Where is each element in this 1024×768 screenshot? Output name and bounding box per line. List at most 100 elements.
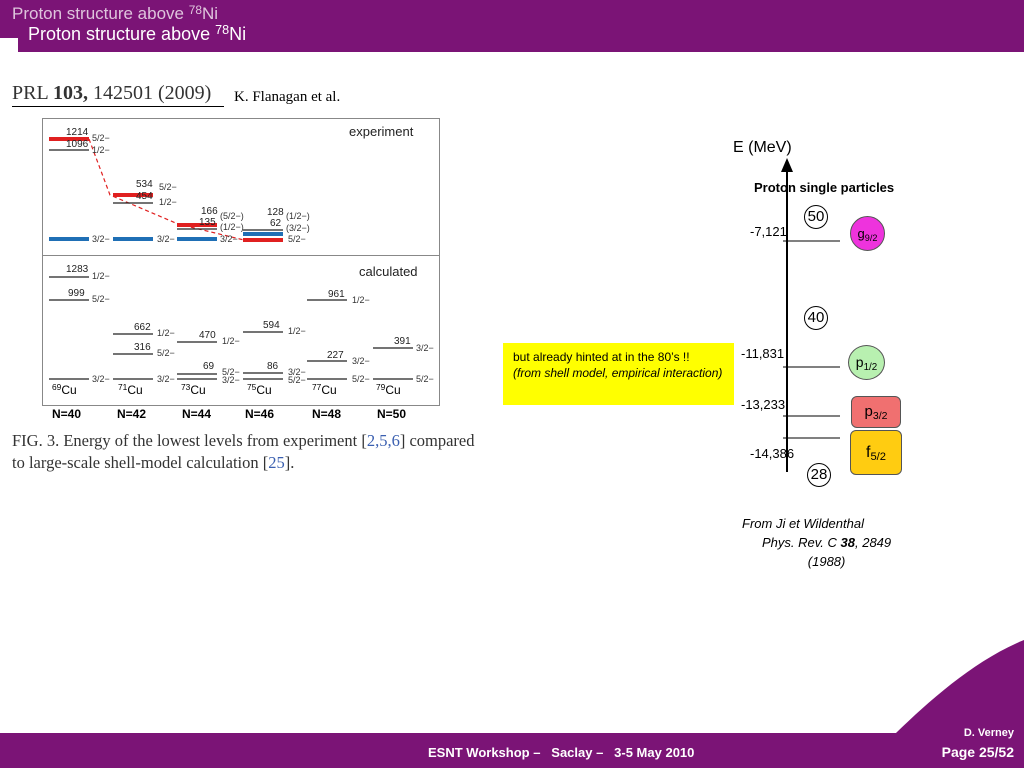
calc-energy-71cu-b: 316 xyxy=(134,342,151,353)
energy-axis-arrowhead xyxy=(781,158,793,172)
calc-energy-69cu-a: 1283 xyxy=(66,264,89,275)
magic-number-40: 40 xyxy=(804,306,828,330)
exp-spin-73cu-b: (1/2−) xyxy=(220,222,244,232)
calculated-panel-label: calculated xyxy=(359,264,418,279)
calc-spin-71cu-b: 5/2− xyxy=(157,348,175,358)
calc-spin-75cu-a: 1/2− xyxy=(288,326,306,336)
calc-spin-77cu-b: 3/2− xyxy=(352,356,370,366)
footer-bar xyxy=(0,733,1024,768)
calc-spin-73cu-gs: 3/2− xyxy=(222,375,240,385)
note-line-1: but already hinted at in the 80’s !! xyxy=(513,350,690,364)
isotope-79cu: 79Cu xyxy=(376,382,401,397)
orbital-f5-2: f5/2 xyxy=(850,430,902,475)
d52-trend-line xyxy=(88,138,245,241)
exp-spin-71cu-gs: 3/2− xyxy=(157,234,175,244)
shell-model-note: but already hinted at in the 80’s !! (fr… xyxy=(503,343,734,405)
citation-authors: K. Flanagan et al. xyxy=(234,89,341,105)
journal-reference: PRL 103, 142501 (2009) xyxy=(12,82,212,104)
calc-energy-79cu-a: 391 xyxy=(394,336,411,347)
calc-spin-69cu-a: 1/2− xyxy=(92,271,110,281)
isotope-73cu: 73Cu xyxy=(181,382,206,397)
calc-spin-69cu-gs: 3/2− xyxy=(92,374,110,384)
isotope-75cu: 75Cu xyxy=(247,382,272,397)
energy-value-f5-2: -14,386 xyxy=(750,446,795,461)
exp-spin-75cu-gs: 5/2− xyxy=(288,234,306,244)
calc-spin-73cu-b: 5/2− xyxy=(222,367,240,377)
calc-spin-79cu-a: 3/2− xyxy=(416,343,434,353)
magic-number-50: 50 xyxy=(804,205,828,229)
calc-spin-71cu-gs: 3/2− xyxy=(157,374,175,384)
calc-spin-75cu-b: 3/2− xyxy=(288,367,306,377)
header-notch xyxy=(0,38,18,52)
exp-spin-71cu-a: 5/2− xyxy=(159,182,177,192)
neutron-number-50: N=50 xyxy=(377,407,407,421)
orbital-p3-2: p3/2 xyxy=(851,396,901,428)
exp-energy-69cu-a: 1214 xyxy=(66,127,89,138)
energy-value-g9-2: -7,121 xyxy=(750,224,787,239)
exp-energy-73cu-b: 135 xyxy=(199,217,216,228)
exp-spin-73cu-a: (5/2−) xyxy=(220,211,244,221)
figure-caption: FIG. 3. Energy of the lowest levels from… xyxy=(12,431,475,472)
calc-energy-73cu-a: 470 xyxy=(199,330,216,341)
citation-underline xyxy=(12,106,224,107)
header-tab xyxy=(18,20,275,50)
exp-spin-69cu-b: 1/2− xyxy=(92,145,110,155)
calc-energy-77cu-b: 227 xyxy=(327,350,344,361)
neutron-number-48: N=48 xyxy=(312,407,342,421)
exp-energy-75cu-a: 128 xyxy=(267,207,284,218)
calc-energy-77cu-a: 961 xyxy=(328,289,345,300)
experiment-panel-label: experiment xyxy=(349,124,414,139)
energy-diagram-subtitle: Proton single particles xyxy=(754,180,895,195)
isotope-71cu: 71Cu xyxy=(118,382,143,397)
source-line-1: From Ji et Wildenthal xyxy=(742,516,864,531)
isotope-77cu: 77Cu xyxy=(312,382,337,397)
isotope-69cu: 69Cu xyxy=(52,382,77,397)
calc-spin-69cu-b: 5/2− xyxy=(92,294,110,304)
calc-spin-73cu-a: 1/2− xyxy=(222,336,240,346)
calc-spin-77cu-gs: 5/2− xyxy=(352,374,370,384)
neutron-number-40: N=40 xyxy=(52,407,82,421)
header-title-shadow: Proton structure above 78Ni xyxy=(12,2,219,23)
calc-spin-71cu-a: 1/2− xyxy=(157,328,175,338)
calc-spin-75cu-gs: 5/2− xyxy=(288,375,306,385)
calc-energy-73cu-b: 69 xyxy=(203,361,215,372)
footer-author: D. Verney xyxy=(963,727,1014,739)
neutron-number-46: N=46 xyxy=(245,407,275,421)
calc-spin-79cu-gs: 5/2− xyxy=(416,374,434,384)
footer-event: ESNT Workshop – Saclay – 3-5 May 2010 xyxy=(428,745,695,760)
exp-energy-71cu-b: 454 xyxy=(136,191,153,202)
exp-energy-71cu-a: 534 xyxy=(136,179,153,190)
orbital-g9-2: g9/2 xyxy=(850,216,885,251)
energy-value-p1-2: -11,831 xyxy=(741,346,785,361)
exp-energy-75cu-b: 62 xyxy=(270,218,282,229)
diagram-source-reference: From Ji et Wildenthal Phys. Rev. C 38, 2… xyxy=(742,514,891,571)
exp-spin-75cu-b: (3/2−) xyxy=(286,223,310,233)
exp-energy-69cu-b: 1096 xyxy=(66,139,89,150)
level-scheme-figure xyxy=(42,118,440,406)
calc-energy-69cu-b: 999 xyxy=(68,288,85,299)
neutron-number-44: N=44 xyxy=(182,407,212,421)
exp-spin-69cu-a: 5/2− xyxy=(92,133,110,143)
note-line-2: (from shell model, empirical interaction… xyxy=(513,366,723,380)
calc-energy-75cu-a: 594 xyxy=(263,320,280,331)
figure-divider xyxy=(42,255,440,256)
slide-title: Proton structure above 78Ni xyxy=(28,23,247,44)
calc-spin-77cu-a: 1/2− xyxy=(352,295,370,305)
neutron-number-42: N=42 xyxy=(117,407,147,421)
source-line-3: (1988) xyxy=(807,554,846,569)
exp-spin-71cu-b: 1/2− xyxy=(159,197,177,207)
exp-spin-73cu-gs: 3/2− xyxy=(220,234,238,244)
energy-value-p3-2: -13,233 xyxy=(741,397,786,412)
orbital-p1-2: p1/2 xyxy=(848,345,885,380)
page-number: Page 25/52 xyxy=(941,744,1014,760)
calc-energy-75cu-b: 86 xyxy=(267,361,279,372)
calc-energy-71cu-a: 662 xyxy=(134,322,151,333)
exp-spin-69cu-gs: 3/2− xyxy=(92,234,110,244)
exp-spin-75cu-a: (1/2−) xyxy=(286,211,310,221)
energy-axis-label: E (MeV) xyxy=(733,139,792,156)
source-line-2: Phys. Rev. C 38, 2849 xyxy=(762,535,892,550)
exp-energy-73cu-a: 166 xyxy=(201,206,218,217)
magic-number-28: 28 xyxy=(807,463,831,487)
